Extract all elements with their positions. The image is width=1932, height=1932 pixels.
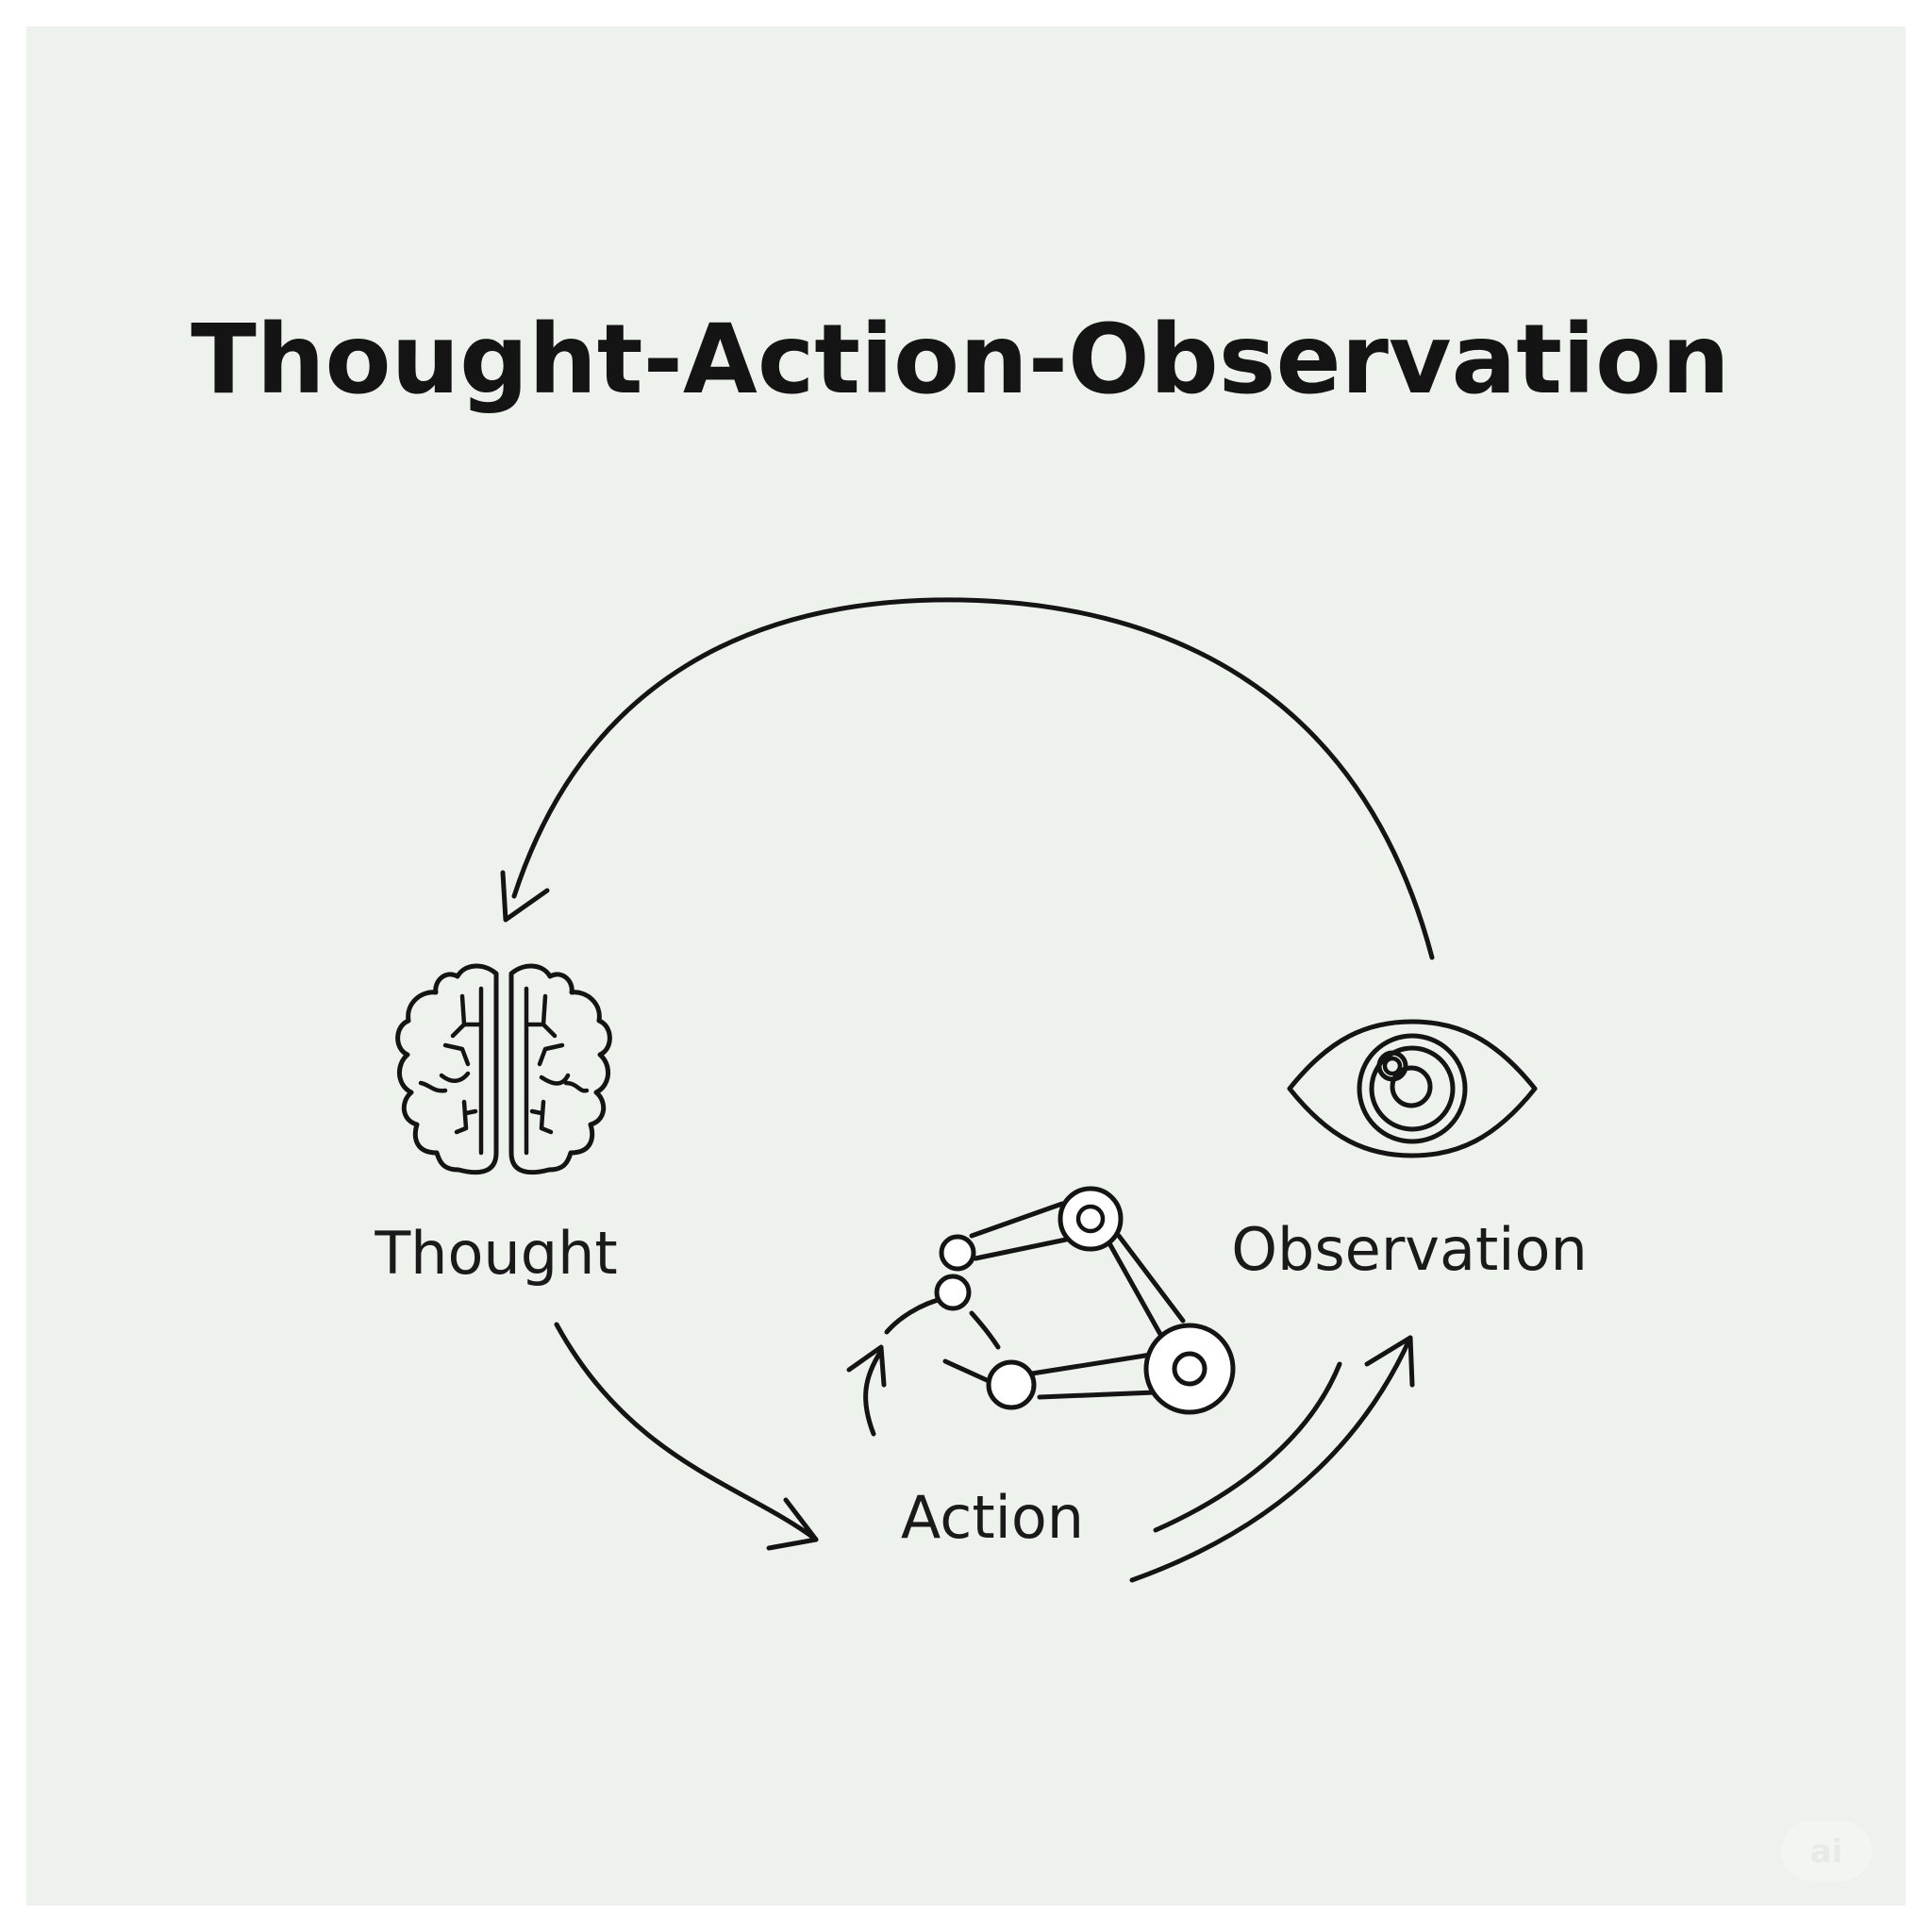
brain-icon <box>395 963 612 1175</box>
arrow-thought-to-action <box>554 1322 819 1551</box>
eye-icon <box>1287 1019 1538 1158</box>
thought-label: Thought <box>374 1219 617 1288</box>
robot-arm-icon <box>846 1186 1236 1437</box>
action-label: Action <box>901 1483 1084 1552</box>
arrow-action-to-observation <box>1129 1335 1415 1583</box>
ai-watermark: ai <box>1781 1821 1872 1881</box>
watermark-text: ai <box>1810 1833 1843 1871</box>
diagram-title: Thought-Action-Observation <box>191 304 1729 416</box>
observation-label: Observation <box>1231 1215 1588 1284</box>
arrow-observation-to-thought <box>500 597 1435 960</box>
diagram-panel <box>26 26 1906 1906</box>
